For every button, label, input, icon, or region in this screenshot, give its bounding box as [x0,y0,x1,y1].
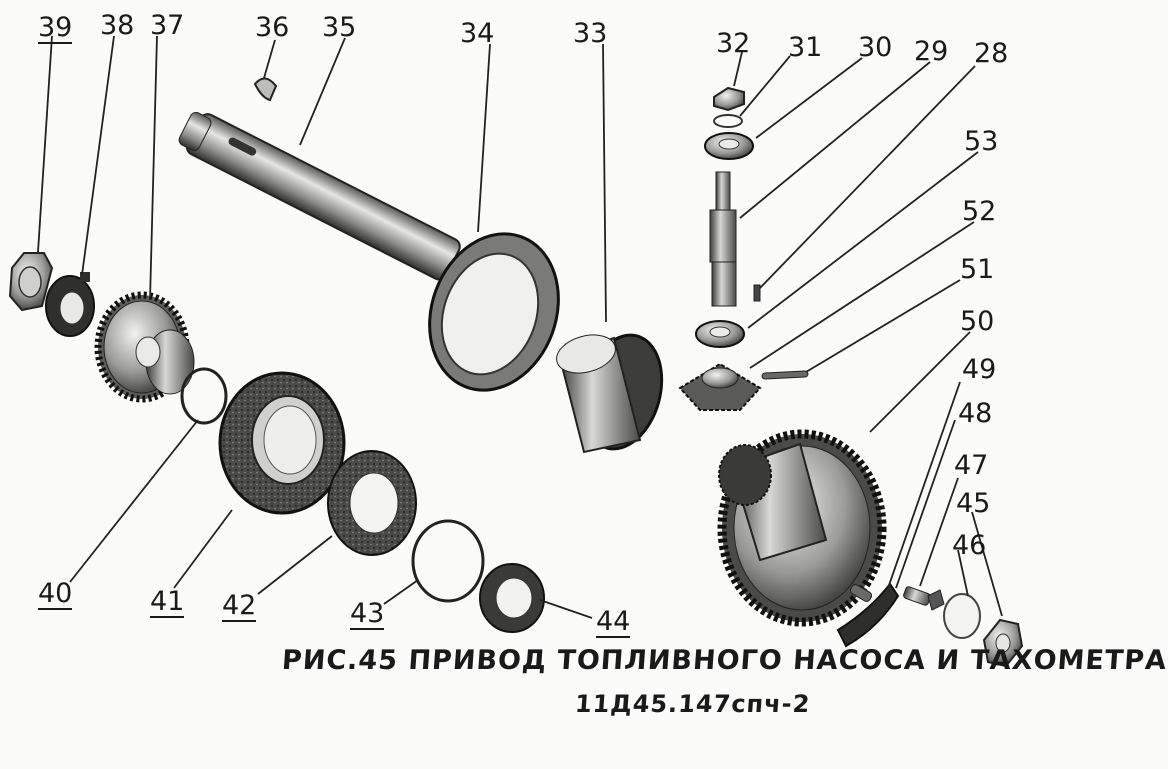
bevel-gear-52 [678,362,762,411]
pin-48 [849,584,873,602]
nut-32 [713,86,745,112]
shaft-35 [178,111,461,281]
gear-37 [94,291,195,403]
figure-caption-title: РИС.45 ПРИВОД ТОПЛИВНОГО НАСОСА И ТАХОМЕ… [280,645,1168,676]
callout-34: 34 [460,18,495,49]
ring-43 [411,519,485,603]
callout-32: 32 [716,28,751,59]
key-36 [253,77,278,102]
exploded-parts-drawing [8,35,1024,668]
pin-28 [753,284,761,302]
housing-ring-34 [428,232,560,392]
callout-51: 51 [960,254,995,285]
callout-35: 35 [322,12,357,43]
bolt-47 [903,586,945,611]
callout-36: 36 [255,12,290,43]
figure-caption-code: 11Д45.147спч-2 [574,690,812,718]
callout-33: 33 [573,18,608,49]
flange-41 [218,371,346,515]
callout-47: 47 [954,450,989,481]
nut-39 [8,252,54,312]
callout-52: 52 [962,196,997,227]
large-gear-50 [717,429,887,627]
callout-31: 31 [788,32,823,63]
nut-45 [982,618,1024,668]
bearing-53 [695,320,745,348]
callout-53: 53 [964,126,999,157]
spindle-29 [709,171,737,307]
callout-43: 43 [350,598,385,630]
callout-39: 39 [38,12,73,44]
callout-41: 41 [150,586,185,618]
callout-37: 37 [150,10,185,41]
pin-51 [761,370,809,380]
lock-washer-38 [45,272,95,337]
callout-48: 48 [958,398,993,429]
tab-washer-49 [836,582,900,648]
callout-45: 45 [956,488,991,519]
callout-44: 44 [596,606,631,638]
leader-lines [37,35,1003,619]
callout-46: 46 [952,530,987,561]
seal-44 [479,563,545,633]
washer-31 [713,114,743,128]
bearing-30 [704,132,754,160]
callout-50: 50 [960,306,995,337]
callout-30: 30 [858,32,893,63]
gasket-ring-42 [327,450,417,556]
sleeve-33 [556,333,664,454]
callout-40: 40 [38,578,73,610]
callout-29: 29 [914,36,949,67]
callout-38: 38 [100,10,135,41]
callout-49: 49 [962,354,997,385]
o-ring-40 [180,367,228,425]
callout-42: 42 [222,590,257,622]
callout-28: 28 [974,38,1009,69]
washer-46 [943,593,981,639]
